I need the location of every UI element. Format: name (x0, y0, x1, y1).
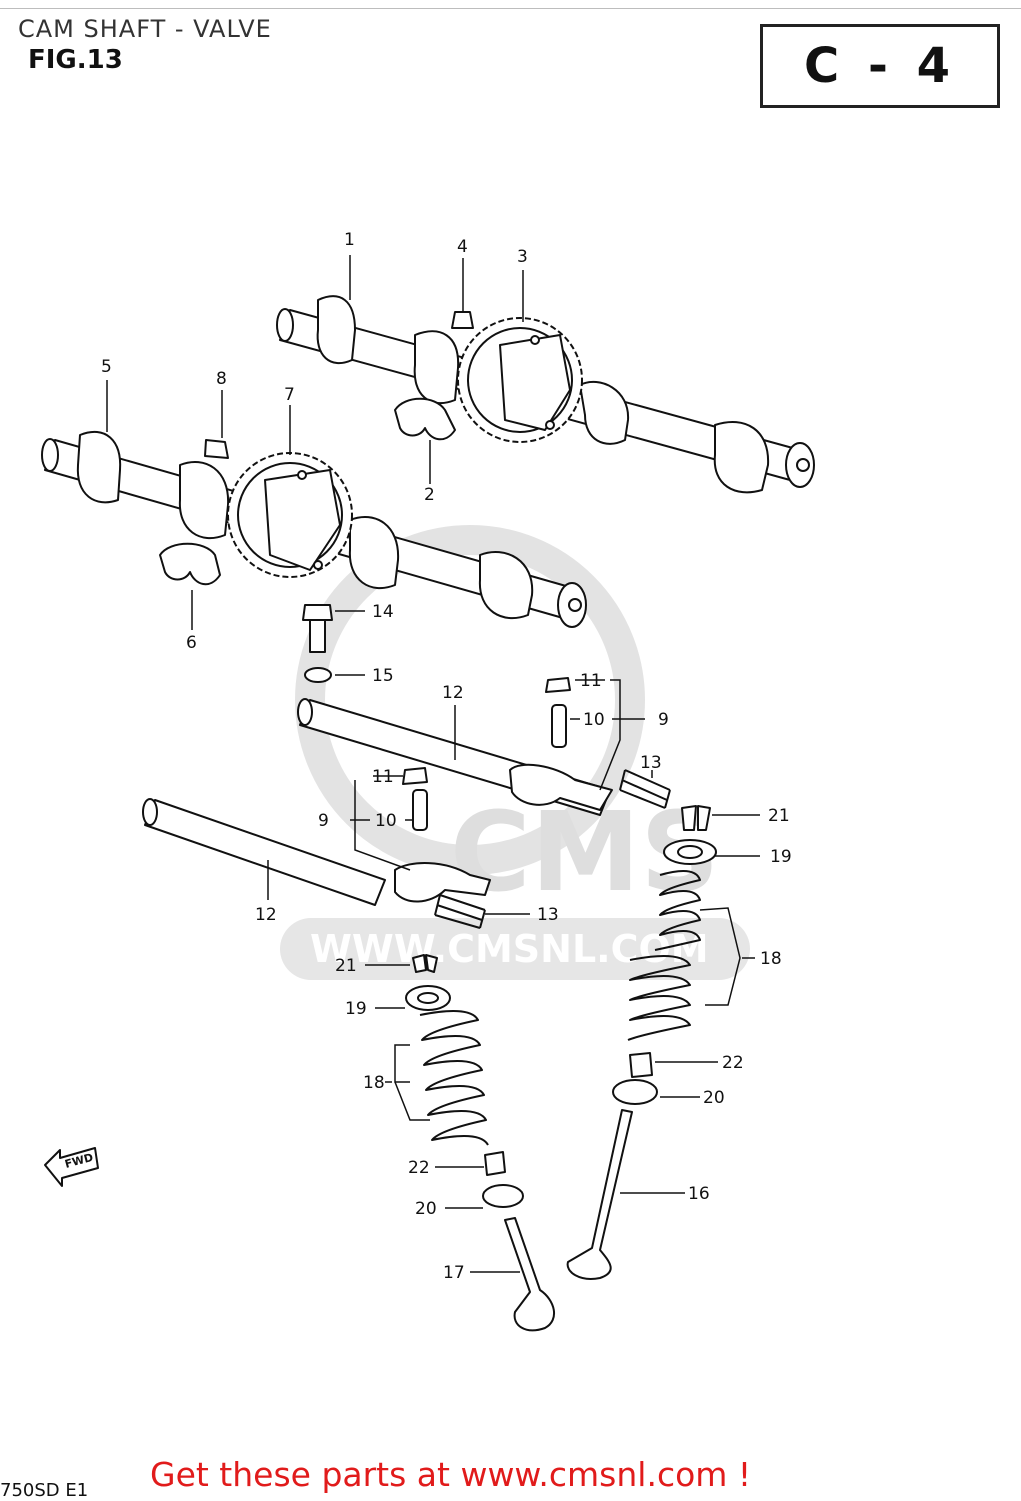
callout-11-upper: 11 (580, 671, 602, 691)
section-code-box: C - 4 (760, 24, 1000, 108)
callout-17: 17 (443, 1263, 465, 1283)
spring-seat-20-left (482, 1184, 524, 1208)
adjusting-screw-10-upper (551, 704, 567, 748)
callout-2: 2 (424, 485, 435, 505)
valve-springs-18-right (627, 870, 701, 1041)
callout-8: 8 (216, 369, 227, 389)
adjusting-screw-10-lower (412, 789, 428, 831)
sprocket-bolt-4 (451, 311, 474, 329)
top-rule (0, 8, 1021, 9)
section-code: C - 4 (804, 38, 956, 94)
lock-nut-11-lower (402, 767, 428, 785)
callout-22-right: 22 (722, 1053, 744, 1073)
cotter-21-left (412, 954, 438, 973)
callout-14: 14 (372, 602, 394, 622)
rocker-spring-13-upper (619, 769, 671, 809)
callout-5: 5 (101, 357, 112, 377)
rocker-shaft-lower (142, 798, 491, 906)
valve-seal-22-right (629, 1052, 653, 1078)
watermark-url: WWW.CMSNL.COM (310, 927, 709, 971)
callout-19-right: 19 (770, 847, 792, 867)
lock-nut-11-upper (545, 677, 571, 693)
callout-19-left: 19 (345, 999, 367, 1019)
callout-3: 3 (517, 247, 528, 267)
get-parts-link[interactable]: Get these parts at www.cmsnl.com ! (150, 1455, 752, 1494)
spring-seat-20-right (612, 1079, 658, 1105)
callout-13-lower: 13 (537, 905, 559, 925)
callout-9-upper: 9 (658, 710, 669, 730)
callout-1: 1 (344, 230, 355, 250)
figure-number: FIG.13 (28, 45, 123, 75)
callout-7: 7 (284, 385, 295, 405)
exhaust-cam-sprocket (457, 317, 583, 443)
forward-direction-arrow (44, 1147, 99, 1187)
callout-13-upper: 13 (640, 753, 662, 773)
callout-6: 6 (186, 633, 197, 653)
valve-16 (566, 1109, 633, 1280)
callout-10-upper: 10 (583, 710, 605, 730)
callout-18-left: 18 (363, 1073, 385, 1093)
intake-cam-sprocket (227, 452, 353, 578)
callout-10-lower: 10 (375, 811, 397, 831)
chain-guide-2 (394, 397, 456, 441)
leader-lines (106, 255, 760, 1273)
callout-20-right: 20 (703, 1088, 725, 1108)
valve-17 (504, 1217, 555, 1332)
callout-20-left: 20 (415, 1199, 437, 1219)
rocker-spring-13-lower (434, 894, 486, 929)
model-code: 750SD E1 (0, 1480, 89, 1501)
callout-15: 15 (372, 666, 394, 686)
callout-22-left: 22 (408, 1158, 430, 1178)
washer-15 (304, 667, 332, 683)
callout-16: 16 (688, 1184, 710, 1204)
callout-9-lower: 9 (318, 811, 329, 831)
callout-labels: 1 2 3 4 5 6 7 8 9 9 10 10 11 11 12 12 13… (63, 230, 791, 1283)
bolt-14 (302, 604, 333, 653)
callout-11-lower: 11 (372, 767, 394, 787)
callout-21-left: 21 (335, 956, 357, 976)
page-title: CAM SHAFT - VALVE (18, 15, 272, 43)
cotter-21-right (681, 805, 711, 831)
valve-springs-18-left (419, 1010, 489, 1146)
sprocket-bolt-8 (204, 439, 229, 459)
callout-4: 4 (457, 237, 468, 257)
callout-18-right: 18 (760, 949, 782, 969)
valve-seal-22-left (484, 1151, 506, 1176)
callout-21-right: 21 (768, 806, 790, 826)
chain-guide-6 (159, 542, 221, 586)
callout-12-upper: 12 (442, 683, 464, 703)
callout-12-lower: 12 (255, 905, 277, 925)
